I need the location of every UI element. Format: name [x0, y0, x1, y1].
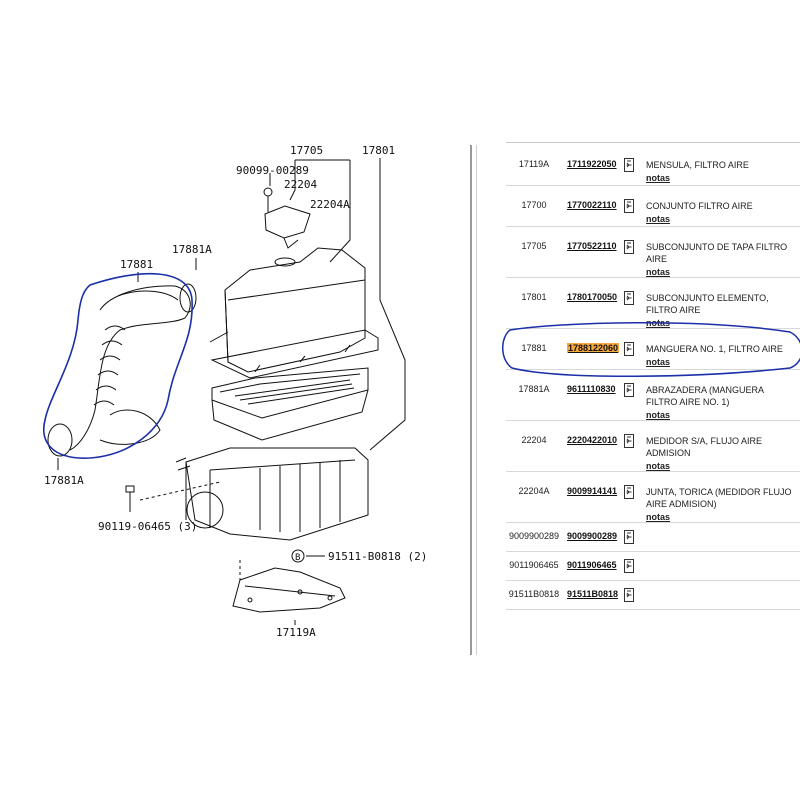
- row-part-number-link[interactable]: 2220422010: [567, 435, 618, 445]
- label-91511-B0818: 91511-B0818 (2): [328, 550, 427, 563]
- row-ref: 17700: [521, 200, 547, 210]
- row-part-number-link[interactable]: 91511B0818: [567, 589, 619, 599]
- row-description: JUNTA, TORICA (MEDIDOR FLUJO AIRE ADMISI…: [646, 486, 796, 523]
- cart-return-icon[interactable]: [623, 198, 635, 214]
- row-part-number-link[interactable]: 9611110830: [567, 384, 616, 394]
- row-part-number-link[interactable]: 1770022110: [567, 200, 617, 210]
- cart-return-icon[interactable]: [623, 484, 635, 500]
- filter-cover-drawing: [209, 247, 379, 379]
- hose-annotation-circle: [43, 272, 193, 459]
- parts-diagram-svg: 17705 17801 90099-00289 22204 22204A 178…: [43, 144, 427, 639]
- row-description-text: MEDIDOR S/A, FLUJO AIRE ADMISION: [646, 436, 763, 458]
- label-22204: 22204: [284, 178, 317, 191]
- row-notes-link[interactable]: notas: [646, 267, 671, 277]
- cart-return-icon[interactable]: [623, 587, 635, 603]
- row-notes-link[interactable]: notas: [646, 214, 671, 224]
- row-ref: 17801: [521, 292, 547, 302]
- table-row: 17881 1788122060 MANGUERA NO. 1, FILTRO AI…: [506, 329, 800, 370]
- parts-table: 17119A 1711922050 MENSULA, FILTRO AIRE nota…: [506, 142, 800, 610]
- table-row: 9009900289 9009900289: [506, 523, 800, 552]
- row-part-number-link[interactable]: 1770522110: [567, 241, 617, 251]
- leader-17705: [329, 160, 351, 263]
- row-description-text: ABRAZADERA (MANGUERA FILTRO AIRE NO. 1): [646, 385, 764, 407]
- table-row: 9011906465 9011906465: [506, 552, 800, 581]
- cart-return-icon[interactable]: [623, 239, 635, 255]
- air-flow-meter-drawing: [263, 187, 311, 267]
- row-notes-link[interactable]: notas: [646, 318, 671, 328]
- cart-return-icon[interactable]: [623, 157, 635, 173]
- row-ref: 9009900289: [508, 531, 560, 541]
- panel-divider: [470, 145, 472, 655]
- label-B-marker: B: [295, 553, 300, 563]
- row-part-number-link[interactable]: 1711922050: [567, 159, 617, 169]
- row-ref: 22204: [521, 435, 547, 445]
- table-row: 17881A 9611110830 ABRAZADERA (MANGUERA FIL…: [506, 370, 800, 421]
- row-description-text: JUNTA, TORICA (MEDIDOR FLUJO AIRE ADMISI…: [646, 487, 792, 509]
- table-row: 17705 1770522110 SUBCONJUNTO DE TAPA FILTR…: [506, 227, 800, 278]
- hose-17881-drawing: [47, 283, 197, 457]
- label-90099-00289: 90099-00289: [236, 164, 309, 177]
- label-17881A-bottom: 17881A: [44, 474, 84, 487]
- bolts-drawing: [125, 481, 325, 580]
- row-notes-link[interactable]: notas: [646, 173, 671, 183]
- table-row: 17119A 1711922050 MENSULA, FILTRO AIRE nota…: [506, 145, 800, 186]
- row-description-text: CONJUNTO FILTRO AIRE: [646, 201, 753, 211]
- filter-case-drawing: [175, 447, 369, 541]
- table-row: 22204 2220422010 MEDIDOR S/A, FLUJO AIRE A…: [506, 421, 800, 472]
- label-17801: 17801: [362, 144, 395, 157]
- label-17119A: 17119A: [276, 626, 316, 639]
- table-row: 17700 1770022110 CONJUNTO FILTRO AIRE notas: [506, 186, 800, 227]
- leader-17801: [369, 158, 406, 451]
- row-notes-link[interactable]: notas: [646, 461, 671, 471]
- leader-22204: [289, 160, 296, 201]
- row-part-number-link[interactable]: 1788122060: [567, 343, 620, 353]
- row-description: SUBCONJUNTO DE TAPA FILTRO AIRE notas: [646, 241, 796, 278]
- row-notes-link[interactable]: notas: [646, 410, 671, 420]
- cart-return-icon[interactable]: [623, 529, 635, 545]
- row-ref: 91511B0818: [508, 589, 560, 599]
- table-top-border: [506, 142, 800, 143]
- filter-element-drawing: [211, 367, 369, 441]
- row-ref: 17705: [521, 241, 547, 251]
- bracket-17119A-drawing: [232, 567, 346, 613]
- cart-return-icon[interactable]: [623, 382, 635, 398]
- row-description-text: MANGUERA NO. 1, FILTRO AIRE: [646, 344, 783, 354]
- row-description: CONJUNTO FILTRO AIRE notas: [646, 200, 796, 225]
- label-17705: 17705: [290, 144, 323, 157]
- row-ref: 17119A: [518, 159, 550, 169]
- row-ref: 17881: [521, 343, 547, 353]
- cart-return-icon[interactable]: [623, 290, 635, 306]
- parts-table-body: 17119A 1711922050 MENSULA, FILTRO AIRE nota…: [506, 145, 800, 610]
- row-description-text: SUBCONJUNTO ELEMENTO, FILTRO AIRE: [646, 293, 769, 315]
- row-ref: 17881A: [518, 384, 550, 394]
- row-description: SUBCONJUNTO ELEMENTO, FILTRO AIRE notas: [646, 292, 796, 329]
- label-17881A-top: 17881A: [172, 243, 212, 256]
- cart-return-icon[interactable]: [623, 558, 635, 574]
- row-notes-link[interactable]: notas: [646, 512, 671, 522]
- row-description: MENSULA, FILTRO AIRE notas: [646, 159, 796, 184]
- row-description: ABRAZADERA (MANGUERA FILTRO AIRE NO. 1) n…: [646, 384, 796, 421]
- row-notes-link[interactable]: notas: [646, 357, 671, 367]
- cart-return-icon[interactable]: [623, 433, 635, 449]
- row-part-number-link[interactable]: 9009914141: [567, 486, 618, 496]
- row-description: MANGUERA NO. 1, FILTRO AIRE notas: [646, 343, 796, 368]
- table-row: 17801 1780170050 SUBCONJUNTO ELEMENTO, FIL…: [506, 278, 800, 329]
- row-part-number-link[interactable]: 9011906465: [567, 560, 617, 570]
- cart-return-icon[interactable]: [623, 341, 635, 357]
- row-description-text: SUBCONJUNTO DE TAPA FILTRO AIRE: [646, 242, 788, 264]
- label-17881: 17881: [120, 258, 153, 271]
- panel-divider-inner: [476, 145, 477, 655]
- row-ref: 22204A: [518, 486, 550, 496]
- row-part-number-link[interactable]: 1780170050: [567, 292, 618, 302]
- label-90119-06465: 90119-06465 (3): [98, 520, 197, 533]
- row-description: MEDIDOR S/A, FLUJO AIRE ADMISION notas: [646, 435, 796, 472]
- table-row: 22204A 9009914141 JUNTA, TORICA (MEDIDOR F…: [506, 472, 800, 523]
- label-22204A: 22204A: [310, 198, 350, 211]
- row-description-text: MENSULA, FILTRO AIRE: [646, 160, 749, 170]
- table-row: 91511B0818 91511B0818: [506, 581, 800, 610]
- row-part-number-link[interactable]: 9009900289: [567, 531, 618, 541]
- row-ref: 9011906465: [509, 560, 559, 570]
- parts-diagram: 17705 17801 90099-00289 22204 22204A 178…: [43, 144, 427, 639]
